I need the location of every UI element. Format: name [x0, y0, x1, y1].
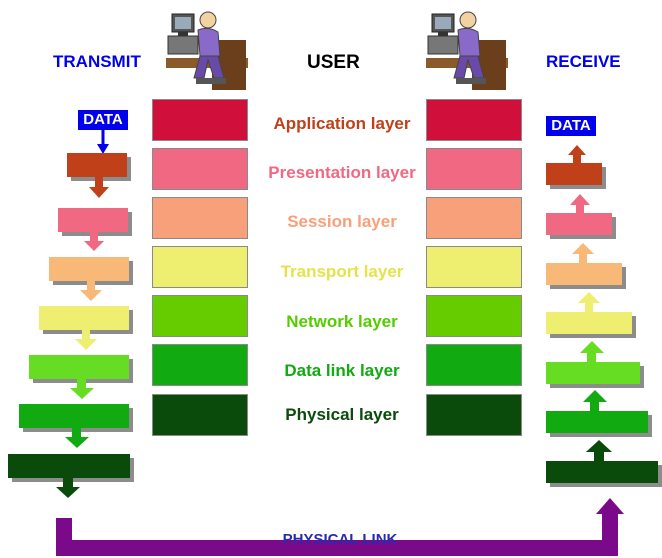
transmit-steps — [8, 153, 134, 498]
left-block-session — [152, 197, 248, 239]
left-block-application — [152, 99, 248, 141]
transmit-label: TRANSMIT — [53, 52, 141, 71]
layer-label-presentation: Presentation layer — [268, 163, 416, 182]
right-block-datalink — [426, 344, 522, 386]
right-block-transport — [426, 246, 522, 288]
receive-data-box: DATA — [546, 116, 596, 136]
receive-label: RECEIVE — [546, 52, 621, 71]
right-block-physical — [426, 394, 522, 436]
right-block-session — [426, 197, 522, 239]
layer-label-application: Application layer — [273, 114, 411, 133]
layer-label-physical: Physical layer — [285, 405, 399, 424]
left-block-network — [152, 295, 248, 337]
physical-link-label: PHYSICAL LINK — [282, 531, 398, 548]
transmit-down-arrow — [97, 130, 109, 154]
layer-label-transport: Transport layer — [280, 262, 404, 281]
layer-label-network: Network layer — [286, 312, 398, 331]
right-block-application — [426, 99, 522, 141]
receive-steps — [546, 145, 662, 487]
left-block-presentation — [152, 148, 248, 190]
left-block-transport — [152, 246, 248, 288]
left-block-datalink — [152, 344, 248, 386]
right-block-network — [426, 295, 522, 337]
transmit-data-box: DATA — [78, 110, 128, 130]
right-block-presentation — [426, 148, 522, 190]
layer-label-datalink: Data link layer — [284, 361, 400, 380]
layer-label-session: Session layer — [287, 212, 397, 231]
left-block-physical — [152, 394, 248, 436]
user-label: USER — [307, 52, 360, 73]
